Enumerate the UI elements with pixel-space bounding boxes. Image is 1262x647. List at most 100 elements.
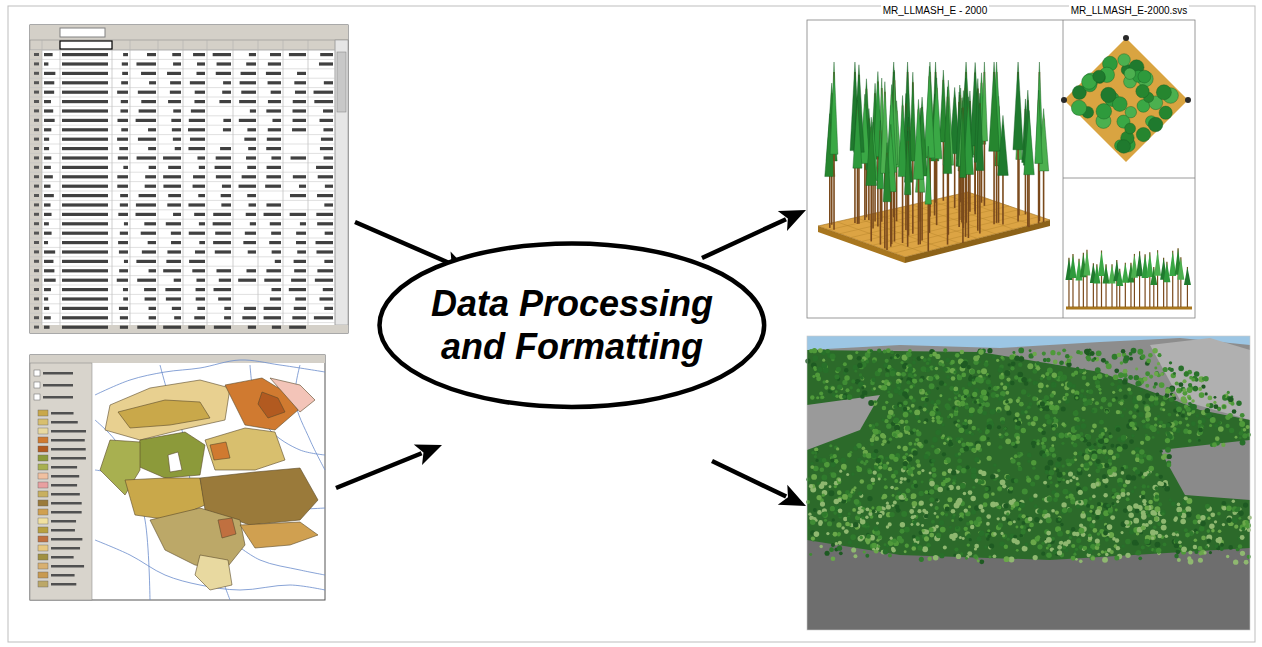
landscape-render-part xyxy=(972,486,975,489)
landscape-render-part xyxy=(1194,538,1198,542)
landscape-render-part xyxy=(812,355,818,361)
spreadsheet-screenshot-part xyxy=(62,62,108,65)
landscape-render-part xyxy=(959,517,963,521)
spreadsheet-screenshot-part xyxy=(293,175,306,178)
landscape-render-part xyxy=(1050,350,1055,355)
spreadsheet-screenshot-part xyxy=(30,25,348,333)
landscape-render-part xyxy=(1041,442,1044,445)
spreadsheet-screenshot-part xyxy=(30,228,335,229)
gis-map-screenshot-part xyxy=(51,439,85,442)
landscape-render-part xyxy=(1037,509,1042,514)
spreadsheet-screenshot-part xyxy=(34,269,39,272)
landscape-render-part xyxy=(922,546,928,552)
gis-map-screenshot-part xyxy=(240,522,318,548)
landscape-render-part xyxy=(1087,548,1093,554)
spreadsheet-screenshot-part xyxy=(142,250,156,253)
landscape-render-part xyxy=(1138,556,1142,560)
landscape-render-part xyxy=(1165,534,1169,538)
landscape-render-part xyxy=(1055,484,1059,488)
stand-visualization-part xyxy=(1137,71,1153,87)
landscape-render-part xyxy=(1148,500,1153,505)
landscape-render-part xyxy=(1227,391,1230,394)
spreadsheet-screenshot-part xyxy=(117,119,128,122)
landscape-render-part xyxy=(932,366,937,371)
spreadsheet-screenshot-part xyxy=(34,91,39,94)
landscape-render-part xyxy=(1179,545,1182,548)
spreadsheet-screenshot-part xyxy=(216,175,231,178)
gis-map-screenshot-part xyxy=(38,491,48,497)
landscape-render-part xyxy=(1131,475,1136,480)
landscape-render-part xyxy=(1012,351,1015,354)
spreadsheet-screenshot-part xyxy=(44,326,50,329)
spreadsheet-screenshot-part xyxy=(62,72,108,75)
landscape-render-part xyxy=(909,385,913,389)
spreadsheet-screenshot-part xyxy=(193,175,205,178)
spreadsheet-screenshot-part xyxy=(224,316,231,319)
landscape-render-part xyxy=(1134,486,1137,489)
spreadsheet-screenshot-part xyxy=(323,109,333,112)
spreadsheet-screenshot-part xyxy=(293,100,306,103)
spreadsheet-screenshot-part xyxy=(192,269,205,272)
stand-visualization-part xyxy=(830,62,838,154)
landscape-render-part xyxy=(820,396,824,400)
stand-visualization-part xyxy=(898,96,907,177)
landscape-render-part xyxy=(1175,381,1179,385)
landscape-render-part xyxy=(826,532,829,535)
landscape-render-part xyxy=(967,365,971,369)
gis-map-screenshot-part xyxy=(38,482,48,488)
spreadsheet-screenshot-part xyxy=(62,288,108,291)
spreadsheet-screenshot-part xyxy=(170,81,181,84)
landscape-render-part xyxy=(969,538,972,541)
landscape-render-part xyxy=(1131,450,1135,454)
spreadsheet-screenshot-part xyxy=(30,313,335,314)
landscape-render-part xyxy=(1161,372,1164,375)
landscape-render-part xyxy=(1145,412,1151,418)
landscape-render-part xyxy=(1182,410,1185,413)
landscape-render-part xyxy=(1089,497,1093,501)
spreadsheet-screenshot-part xyxy=(172,53,181,56)
landscape-render-part xyxy=(814,531,820,537)
spreadsheet-screenshot-part xyxy=(30,266,335,267)
stand-visualization-part xyxy=(1083,250,1090,276)
landscape-render-part xyxy=(1112,488,1117,493)
spreadsheet-screenshot-part xyxy=(266,203,281,206)
landscape-render-part xyxy=(833,532,838,537)
spreadsheet-screenshot-part xyxy=(239,119,256,122)
gis-map-screenshot-part xyxy=(51,529,75,532)
stand-visualization-part xyxy=(1184,267,1191,285)
spreadsheet-screenshot-part xyxy=(272,326,281,329)
spreadsheet-screenshot-part xyxy=(30,125,335,126)
spreadsheet-screenshot-part xyxy=(183,40,184,325)
spreadsheet-screenshot-part xyxy=(213,213,231,216)
landscape-render-part xyxy=(1055,511,1059,515)
spreadsheet-screenshot-part xyxy=(118,213,128,216)
spreadsheet-screenshot-part xyxy=(62,250,108,253)
landscape-render-part xyxy=(1045,465,1051,471)
landscape-render-part xyxy=(1027,393,1030,396)
spreadsheet-screenshot-part xyxy=(30,181,335,182)
landscape-render-part xyxy=(1225,415,1230,420)
gis-map-screenshot xyxy=(30,355,325,600)
gis-map-screenshot-part xyxy=(295,365,325,470)
spreadsheet-screenshot-part xyxy=(199,166,205,169)
landscape-render-part xyxy=(876,522,879,525)
spreadsheet-screenshot-part xyxy=(294,269,306,272)
stand-visualization-part xyxy=(1061,97,1067,103)
spreadsheet-screenshot-part xyxy=(62,109,108,112)
landscape-render-part xyxy=(894,479,898,483)
stand-visualization-part xyxy=(1064,38,1188,162)
gis-map-screenshot-part xyxy=(38,518,48,524)
landscape-render-part xyxy=(987,442,991,446)
landscape-render-part xyxy=(900,377,903,380)
landscape-render-part xyxy=(1097,449,1102,454)
landscape-render-part xyxy=(885,456,889,460)
landscape-render-part xyxy=(954,396,957,399)
landscape-render-part xyxy=(844,375,850,381)
spreadsheet-screenshot-part xyxy=(314,316,333,319)
landscape-render-part xyxy=(1078,500,1084,506)
spreadsheet-screenshot-part xyxy=(144,222,156,225)
landscape-render-part xyxy=(1159,382,1165,388)
spreadsheet-screenshot-part xyxy=(30,209,335,210)
landscape-render-part xyxy=(930,400,934,404)
landscape-render-part xyxy=(1027,460,1030,463)
